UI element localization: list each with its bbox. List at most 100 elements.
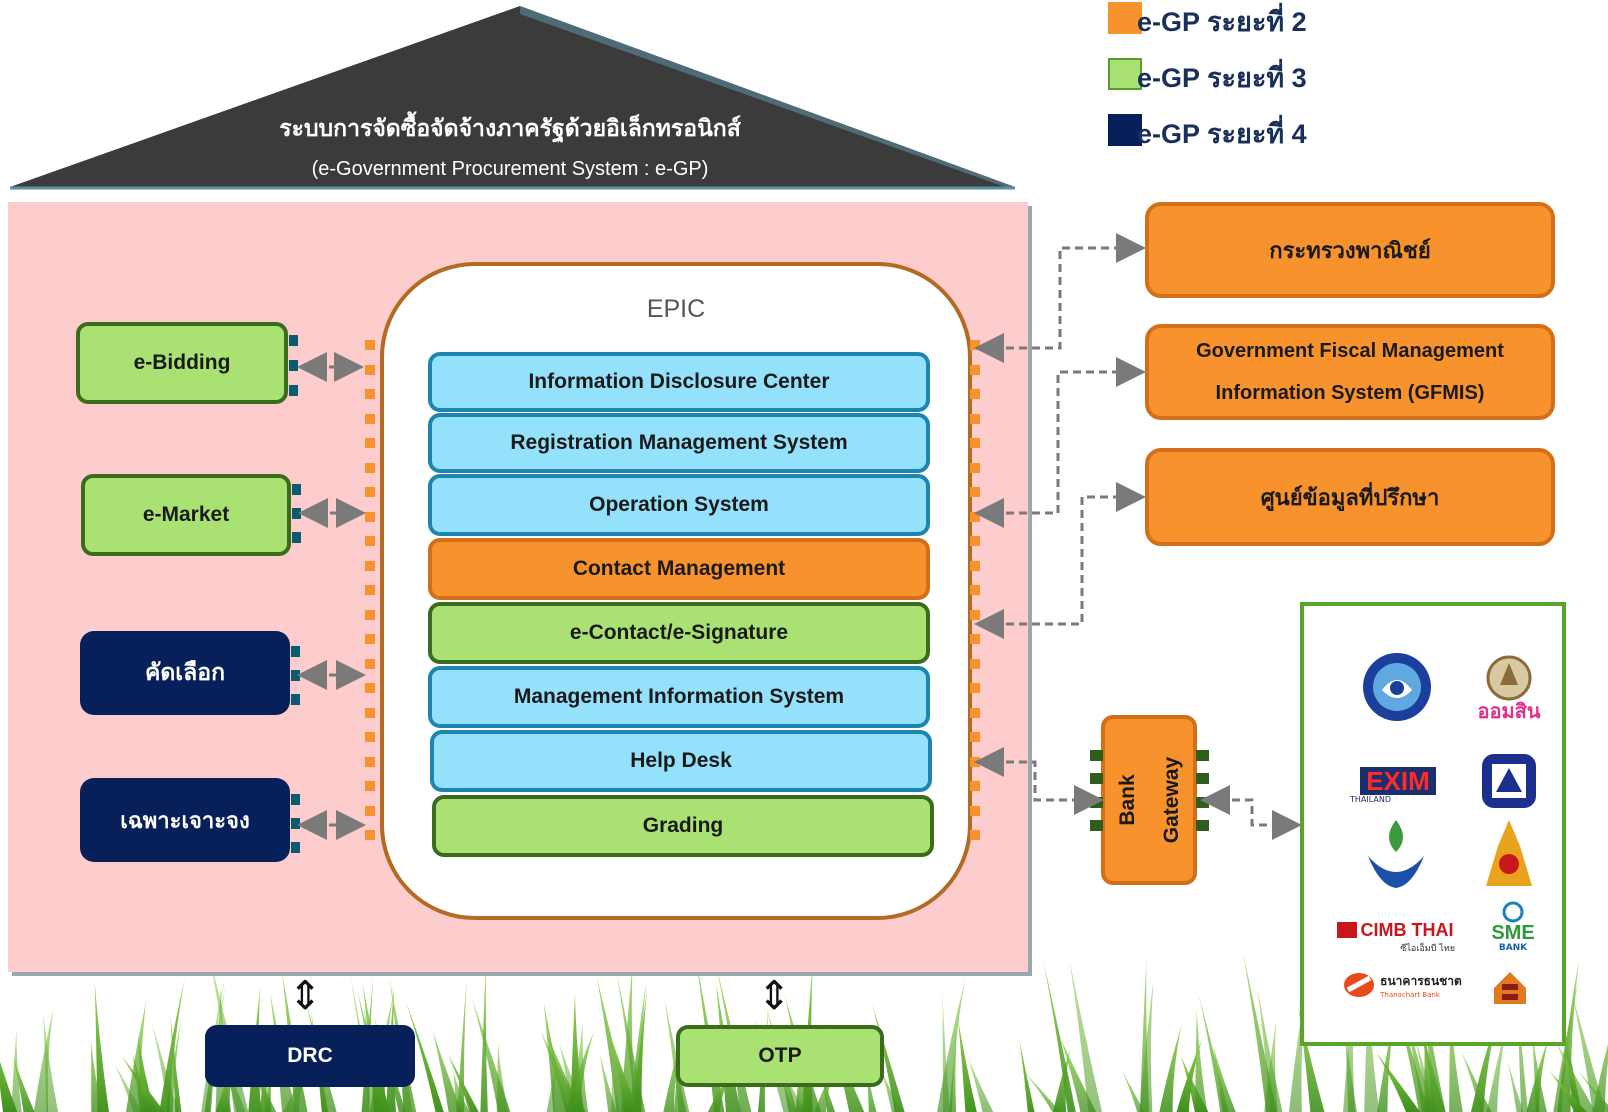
grass-blade bbox=[91, 1041, 103, 1112]
islamic-bank-logo bbox=[1480, 752, 1538, 810]
drc-box[interactable]: DRC bbox=[205, 1025, 415, 1087]
module-specific[interactable]: เฉพาะเจาะจง bbox=[80, 778, 290, 862]
module-port bbox=[292, 484, 301, 495]
port-dot bbox=[365, 462, 375, 473]
port-dot bbox=[970, 364, 980, 375]
grass-blade bbox=[866, 1065, 877, 1112]
grass-blade bbox=[612, 1042, 640, 1112]
port-dot bbox=[365, 364, 375, 375]
grass-blade bbox=[1181, 1056, 1209, 1112]
port-dot bbox=[970, 462, 980, 473]
grass-blade bbox=[820, 1067, 836, 1112]
layer-e-contact-e-signature[interactable]: e-Contact/e-Signature bbox=[428, 602, 930, 664]
grass-blade bbox=[471, 998, 511, 1112]
port-dot bbox=[970, 536, 980, 546]
grass-blade bbox=[33, 1007, 54, 1112]
otp-box[interactable]: OTP bbox=[676, 1025, 884, 1087]
grass-blade bbox=[447, 1053, 479, 1112]
module-selection[interactable]: คัดเลือก bbox=[80, 631, 290, 715]
otp-updown-arrow: ⇕ bbox=[757, 974, 791, 1018]
port-dot bbox=[365, 756, 375, 767]
layer-information-disclosure-center[interactable]: Information Disclosure Center bbox=[428, 352, 930, 412]
gsb-name: ออมสิน bbox=[1477, 701, 1541, 723]
grass-blade bbox=[599, 1054, 617, 1112]
port-dot bbox=[365, 511, 375, 522]
roof-title: ระบบการจัดซื้อจัดจ้างภาครัฐด้วยอิเล็กทรอ… bbox=[279, 115, 741, 141]
port-dot bbox=[970, 805, 980, 816]
thanachart-name: ธนาคารธนชาต bbox=[1380, 973, 1462, 988]
layer-operation-system[interactable]: Operation System bbox=[428, 474, 930, 536]
gateway-port bbox=[1090, 750, 1103, 761]
grass-blade bbox=[1069, 960, 1102, 1112]
module-port bbox=[289, 335, 298, 346]
port-dot bbox=[970, 585, 980, 595]
legend-label-phase2: e-GP ระยะที่ 2 bbox=[1137, 7, 1307, 37]
module-port bbox=[291, 670, 300, 681]
ext-ministry-of-commerce[interactable]: กระทรวงพาณิชย์ bbox=[1145, 202, 1555, 298]
module-port bbox=[289, 360, 298, 371]
gateway-port bbox=[1090, 820, 1103, 831]
gateway-port bbox=[1196, 797, 1209, 808]
module-e-market[interactable]: e-Market bbox=[81, 474, 291, 556]
layer-contact-management[interactable]: Contact Management bbox=[428, 538, 930, 600]
port-dot bbox=[970, 609, 980, 620]
port-dot bbox=[365, 536, 375, 546]
layer-management-information-system[interactable]: Management Information System bbox=[428, 666, 930, 728]
grass-blade bbox=[1449, 1005, 1463, 1112]
grass-blade bbox=[937, 979, 966, 1112]
grass-blade bbox=[1053, 1048, 1071, 1112]
gateway-port bbox=[1196, 750, 1209, 761]
grass-blade bbox=[1526, 1035, 1550, 1112]
exim-logo: EXIM THAILAND bbox=[1350, 765, 1446, 805]
roof-subtitle: (e-Government Procurement System : e-GP) bbox=[311, 158, 709, 180]
grass-blade bbox=[94, 983, 109, 1112]
gsb-logo: ออมสิน bbox=[1474, 648, 1544, 730]
module-port bbox=[291, 794, 300, 805]
epic-left-port-column bbox=[365, 340, 377, 850]
legend-label-phase4: e-GP ระยะที่ 4 bbox=[1137, 119, 1307, 149]
port-dot bbox=[365, 683, 375, 693]
grass-blade bbox=[1139, 979, 1154, 1112]
thanachart-sub: Thanachart Bank bbox=[1380, 990, 1440, 999]
epic-right-port-column bbox=[970, 340, 982, 850]
grass-blade bbox=[0, 1061, 18, 1112]
grass-blade bbox=[432, 1030, 462, 1112]
exim-sub: THAILAND bbox=[1350, 794, 1391, 804]
grass-blade bbox=[1515, 975, 1529, 1112]
port-dot bbox=[970, 707, 980, 718]
grass-blade bbox=[269, 991, 297, 1112]
gateway-port bbox=[1196, 820, 1209, 831]
module-port bbox=[291, 818, 300, 829]
grass-blade bbox=[43, 1012, 59, 1112]
port-dot bbox=[365, 438, 375, 448]
module-port bbox=[292, 532, 301, 543]
port-dot bbox=[970, 560, 980, 571]
gov-bank-logo bbox=[1490, 968, 1530, 1008]
layer-help-desk[interactable]: Help Desk bbox=[430, 730, 932, 792]
module-port bbox=[289, 385, 298, 396]
module-port bbox=[291, 842, 300, 853]
gateway-port bbox=[1090, 797, 1103, 808]
grass-blade bbox=[126, 999, 147, 1112]
epic-title: EPIC bbox=[646, 295, 706, 323]
layer-registration-management-system[interactable]: Registration Management System bbox=[428, 413, 930, 473]
grass-blade bbox=[480, 958, 488, 1112]
port-dot bbox=[970, 340, 980, 350]
port-dot bbox=[365, 340, 375, 350]
grass-blade bbox=[1298, 1004, 1325, 1112]
ext-consultant-data-center[interactable]: ศูนย์ข้อมูลที่ปรึกษา bbox=[1145, 448, 1555, 546]
port-dot bbox=[970, 732, 980, 742]
legend-swatch-phase3 bbox=[1108, 58, 1142, 90]
port-dot bbox=[365, 634, 375, 644]
port-dot bbox=[970, 487, 980, 497]
port-dot bbox=[365, 560, 375, 571]
port-dot bbox=[365, 805, 375, 816]
gateway-port bbox=[1196, 773, 1209, 784]
ext-gfmis[interactable]: Government Fiscal Management Information… bbox=[1145, 324, 1555, 420]
module-e-bidding[interactable]: e-Bidding bbox=[76, 322, 288, 404]
layer-grading[interactable]: Grading bbox=[432, 795, 934, 857]
krungthai-logo bbox=[1360, 650, 1434, 724]
port-dot bbox=[970, 413, 980, 424]
module-port bbox=[292, 508, 301, 519]
grass-blade bbox=[1507, 1061, 1524, 1112]
